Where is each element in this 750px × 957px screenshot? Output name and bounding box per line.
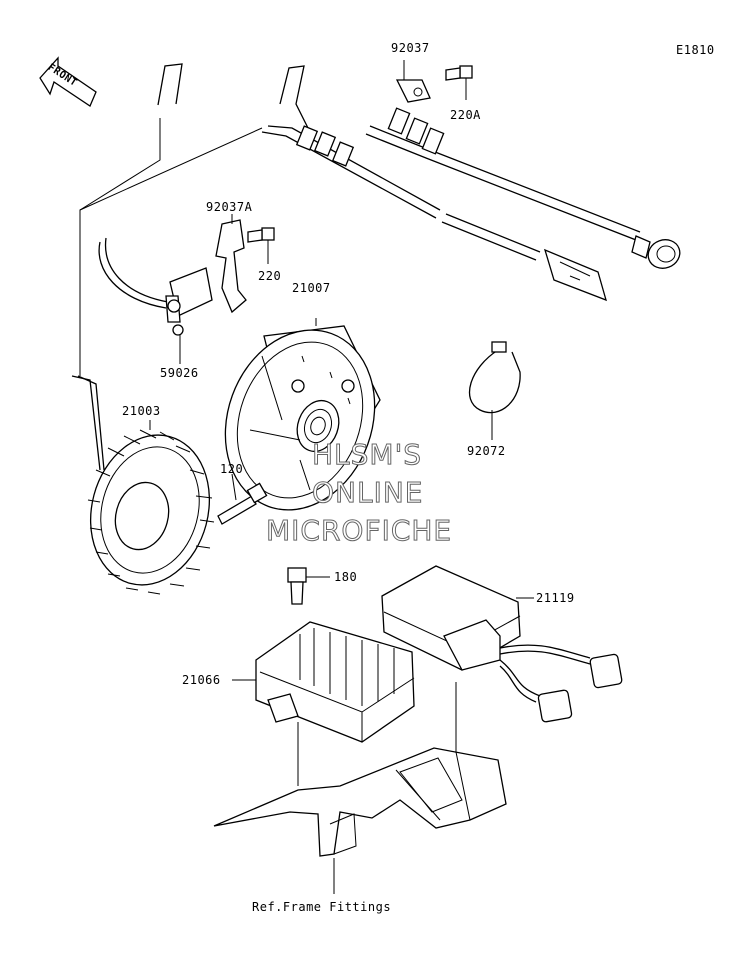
part-label-120: 120 [220, 462, 244, 476]
bolt-120 [217, 473, 268, 525]
footer-note: Ref.Frame Fittings [252, 900, 392, 914]
watermark-line-2: ONLINE [311, 476, 424, 510]
bolt-220A [445, 65, 473, 100]
bracket-92037A [215, 214, 247, 314]
part-label-59026: 59026 [160, 366, 199, 380]
igniter-21119 [381, 565, 623, 770]
band-92072 [468, 341, 521, 440]
part-label-21066: 21066 [182, 673, 221, 687]
part-label-220: 220 [258, 269, 282, 283]
frame-bracket [213, 747, 507, 894]
regulator-21066 [232, 621, 415, 786]
part-label-180: 180 [334, 570, 358, 584]
part-label-92037A: 92037A [206, 200, 253, 214]
pickup-coil-59026 [165, 267, 213, 364]
bolt-220 [247, 227, 275, 264]
pickup-wire [98, 237, 169, 309]
watermark-line-3: MICROFICHE [265, 514, 453, 548]
front-arrow-icon [39, 56, 97, 107]
clamp-92037 [395, 60, 431, 103]
part-label-92037: 92037 [391, 41, 430, 55]
rotor-21007 [224, 318, 381, 511]
bolt-180 [287, 567, 330, 605]
part-label-21007: 21007 [292, 281, 331, 295]
watermark-line-1: HLSM'S [311, 438, 423, 472]
part-label-92072: 92072 [467, 444, 506, 458]
diagram-code: E1810 [676, 43, 715, 57]
part-label-21119: 21119 [536, 591, 575, 605]
part-label-220A: 220A [450, 108, 481, 122]
part-label-21003: 21003 [122, 404, 161, 418]
stator-21003 [71, 375, 215, 595]
wire-harness [157, 63, 681, 302]
